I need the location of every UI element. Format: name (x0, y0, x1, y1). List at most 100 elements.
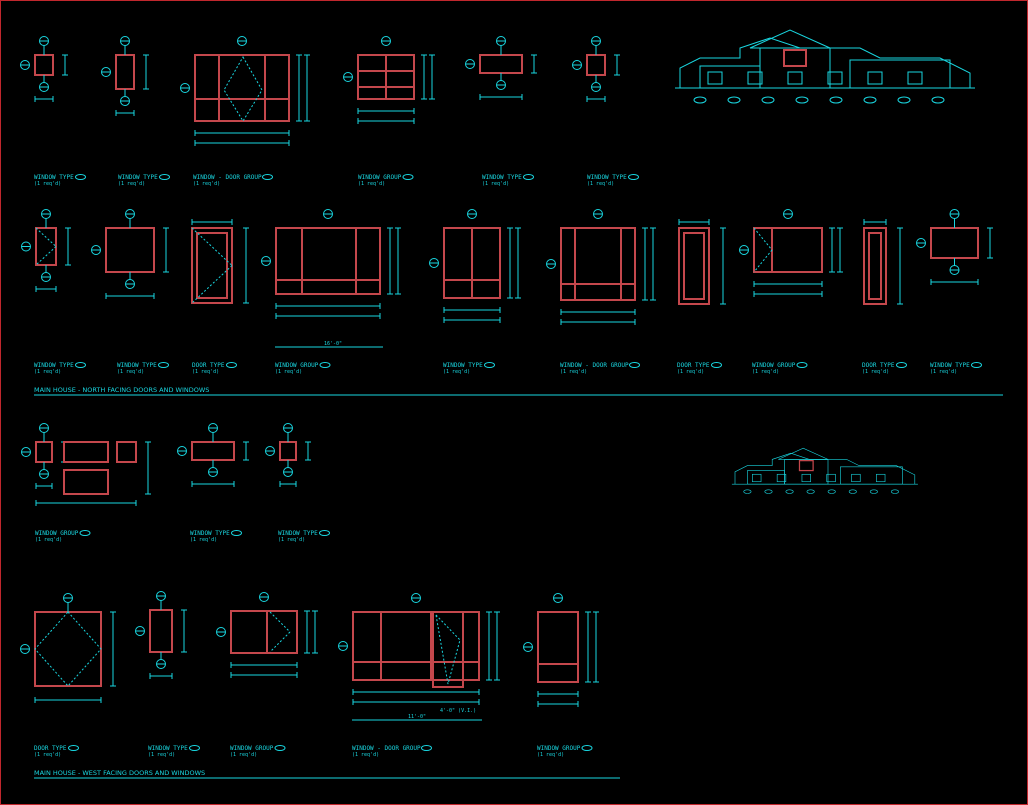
window-unit (20, 593, 116, 703)
title-quantity-note: (1 req'd) (35, 537, 62, 543)
elev-tag (869, 489, 878, 494)
elev-window (776, 473, 787, 483)
swing-diamond (34, 611, 102, 687)
frame (266, 610, 298, 654)
frame (560, 227, 576, 285)
elev-tag (863, 96, 877, 104)
title-text: DOOR TYPE (677, 362, 710, 369)
window-group (35, 441, 151, 506)
title-tag-bubble (971, 362, 982, 368)
frame (105, 227, 155, 273)
elev-tag (890, 489, 899, 494)
frame (301, 227, 357, 281)
detail-title: WINDOW - DOOR GROUP(1 req'd) (560, 362, 640, 375)
frame (471, 227, 501, 281)
title-tag-bubble (75, 174, 86, 180)
frame (194, 54, 220, 100)
highlight-window (798, 460, 814, 472)
swing-line (191, 265, 233, 304)
title-quantity-note: (1 req'd) (752, 369, 779, 375)
window-unit (21, 209, 71, 292)
title-quantity-note: (1 req'd) (192, 369, 219, 375)
detail-title: WINDOW TYPE(1 req'd) (930, 362, 982, 375)
detail-title: DOOR TYPE(1 req'd) (862, 362, 907, 375)
title-tag-bubble (402, 174, 414, 180)
frame (380, 661, 432, 681)
title-tag-bubble (79, 530, 91, 536)
frame (34, 611, 102, 687)
detail-title: WINDOW TYPE(1 req'd) (482, 174, 534, 187)
frame (443, 279, 473, 299)
window-group (343, 36, 435, 124)
door-panel (196, 232, 228, 299)
elev-tag (795, 96, 809, 104)
frame (678, 227, 710, 305)
window-unit (465, 36, 537, 100)
detail-title: WINDOW TYPE(1 req'd) (443, 362, 495, 375)
title-text: DOOR TYPE (192, 362, 225, 369)
swing-lines (435, 613, 461, 685)
frame (380, 611, 432, 663)
title-quantity-note: (1 req'd) (358, 181, 385, 187)
left-wing (699, 65, 761, 89)
title-tag-bubble (484, 362, 495, 368)
title-text: WINDOW GROUP (358, 174, 402, 181)
frame (63, 469, 109, 495)
title-quantity-note: (1 req'd) (117, 369, 144, 375)
title-quantity-note: (1 req'd) (193, 181, 220, 187)
swing (269, 611, 291, 653)
title-tag-bubble (158, 362, 169, 368)
frame (537, 663, 579, 683)
title-quantity-note: (1 req'd) (190, 537, 217, 543)
frame (620, 283, 636, 301)
title-text: WINDOW TYPE (190, 530, 230, 537)
elev-window (826, 473, 836, 483)
window-group (261, 209, 401, 319)
frame (560, 283, 576, 301)
title-quantity-note: (1 req'd) (930, 369, 957, 375)
title-quantity-note: (1 req'd) (482, 181, 509, 187)
right-wing (840, 466, 903, 485)
title-tag-bubble (226, 362, 237, 368)
elev-tag (897, 96, 911, 104)
title-text: WINDOW GROUP (230, 745, 274, 752)
window-group (180, 36, 310, 146)
title-text: DOOR TYPE (862, 362, 895, 369)
elev-tag (693, 96, 707, 104)
title-text: WINDOW GROUP (35, 530, 79, 537)
title-quantity-note: (1 req'd) (118, 181, 145, 187)
title-tag-bubble (896, 362, 907, 368)
elev-window (876, 473, 886, 483)
elev-window (851, 473, 861, 483)
title-tag-bubble (68, 745, 79, 751)
detail-title: WINDOW - DOOR GROUP(1 req'd) (193, 174, 273, 187)
detail-title: WINDOW - DOOR GROUP(1 req'd) (352, 745, 432, 758)
frame (357, 54, 387, 72)
title-quantity-note: (1 req'd) (443, 369, 470, 375)
detail-title: WINDOW TYPE(1 req'd) (34, 174, 86, 187)
frame (279, 441, 297, 461)
title-text: WINDOW TYPE (482, 174, 522, 181)
left-wing (747, 470, 785, 485)
title-tag-bubble (421, 745, 432, 751)
detail-title: WINDOW TYPE(1 req'd) (190, 530, 242, 543)
elev-tag (827, 489, 836, 494)
window-unit (177, 423, 249, 487)
window-group (546, 209, 656, 325)
title-quantity-note: (1 req'd) (352, 752, 379, 758)
detail-title: WINDOW GROUP(1 req'd) (275, 362, 331, 375)
title-quantity-note: (1 req'd) (34, 752, 61, 758)
detail-title: WINDOW GROUP(1 req'd) (358, 174, 414, 187)
window-unit (91, 209, 169, 299)
frame (355, 227, 381, 281)
title-text: WINDOW TYPE (443, 362, 483, 369)
elev-tag (785, 489, 794, 494)
frame (355, 279, 381, 295)
window-unit (135, 591, 187, 679)
frame (385, 70, 415, 88)
title-tag-bubble (231, 530, 242, 536)
row2-total-dim: 16'-0" (324, 341, 342, 347)
window-unit (572, 36, 620, 102)
title-tag-bubble (262, 174, 273, 180)
